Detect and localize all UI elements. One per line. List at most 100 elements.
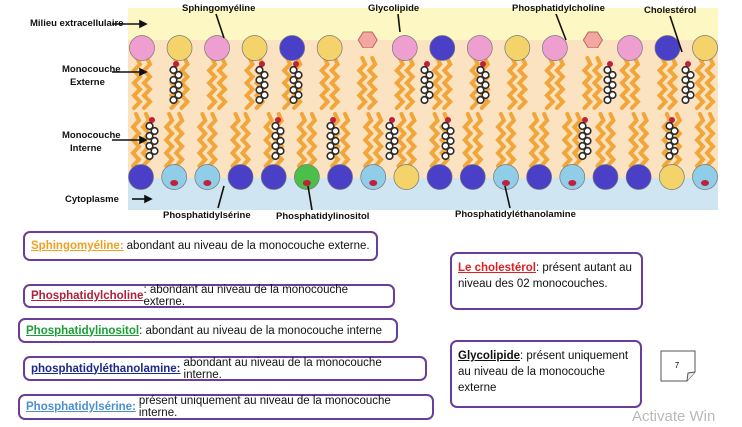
outer-tail xyxy=(544,56,556,110)
glycolipid-stem xyxy=(585,48,600,56)
cholesterol-ring xyxy=(476,75,485,85)
inner-tail xyxy=(505,112,517,168)
cholesterol-molecules xyxy=(145,61,695,161)
cholesterol-ring xyxy=(271,151,280,161)
inner-tail xyxy=(637,112,650,168)
cholesterol-ring xyxy=(681,65,690,75)
outer-tail xyxy=(694,56,706,110)
cholesterol-ring xyxy=(255,65,264,75)
legend-box-phosphatidylinositol: Phosphatidylinositol : abondant au nivea… xyxy=(18,318,398,343)
outer-tail xyxy=(243,56,256,110)
arrowhead-inner-layer xyxy=(139,135,148,145)
label-extracellular: Milieu extracellulaire xyxy=(30,18,124,29)
cholesterol-ring xyxy=(294,70,303,80)
phosphatidylserine-charge-dot xyxy=(501,180,510,186)
cholesterol-ring xyxy=(686,90,695,100)
cholesterol-molecule xyxy=(326,117,340,161)
cholesterol-oh-group xyxy=(330,117,336,123)
outer-tail xyxy=(506,56,519,110)
legend-term-sphingomyelin: Sphingomyéline: xyxy=(31,240,124,252)
phosphatidylserine-charge-dot xyxy=(203,180,212,186)
page-number-icon: 7 xyxy=(660,350,696,382)
cholesterol-ring xyxy=(446,146,455,156)
inner-tail xyxy=(604,112,617,168)
cholesterol-oh-group xyxy=(293,61,299,67)
phosphatidylethanolamine-head xyxy=(128,164,154,190)
cholesterol-ring xyxy=(174,90,183,100)
phosphatidylcholine-head xyxy=(391,35,418,61)
cholesterol-ring xyxy=(145,141,154,151)
arrow-phosphatidylcholine xyxy=(555,13,567,41)
cholesterol-ring xyxy=(481,90,490,100)
inner-tail xyxy=(163,112,175,168)
cholesterol-molecule xyxy=(441,117,455,161)
cholesterol-ring xyxy=(260,90,269,100)
cholesterol-ring xyxy=(476,65,485,75)
phosphatidylethanolamine-head xyxy=(327,164,353,190)
inner-tail xyxy=(262,112,275,168)
phosphatidylserine-charge-dot xyxy=(170,180,179,186)
legend-desc-sphingomyelin: abondant au niveau de la monocouche exte… xyxy=(126,240,370,252)
cholesterol-ring xyxy=(294,80,303,90)
cholesterol-ring xyxy=(670,126,679,136)
cholesterol-ring xyxy=(425,90,434,100)
cholesterol-ring xyxy=(260,80,269,90)
cholesterol-ring xyxy=(385,141,394,151)
cholesterol-ring xyxy=(681,95,690,105)
label-inner-layer-line1: Monocouche xyxy=(62,130,121,141)
cholesterol-ring xyxy=(420,95,429,105)
sphingomyelin-head xyxy=(241,35,268,61)
legend-desc-phosphatidylcholine: : abondant au niveau de la monocouche ex… xyxy=(143,284,349,308)
cytoplasm-region xyxy=(128,178,718,210)
cholesterol-ring xyxy=(255,85,264,95)
cholesterol-oh-group xyxy=(685,61,691,67)
cholesterol-molecule xyxy=(665,117,679,161)
cholesterol-ring xyxy=(326,151,335,161)
cholesterol-ring xyxy=(686,80,695,90)
cholesterol-ring xyxy=(420,85,429,95)
sphingomyelin-head xyxy=(166,35,193,61)
arrow-phosphatidylinositol xyxy=(307,185,313,211)
cholesterol-ring xyxy=(446,136,455,146)
arrow-cholesterol xyxy=(669,15,683,53)
outer-tail xyxy=(328,56,341,110)
glycolipid-stem xyxy=(360,48,375,56)
inner-tail xyxy=(561,112,574,168)
outer-tail xyxy=(206,56,218,110)
arrow-sphingomyelin xyxy=(215,13,225,39)
activation-watermark: Activate Win xyxy=(632,408,716,425)
label-phosphatidylinositol: Phosphatidylinositol xyxy=(276,211,370,222)
phosphatidylserine-charge-dot xyxy=(568,180,577,186)
label-cytoplasm: Cytoplasme xyxy=(65,194,119,205)
phosphatidylserine-charge-dot xyxy=(369,180,378,186)
inner-tail xyxy=(206,112,219,168)
outer-tail xyxy=(581,56,594,110)
outer-tail xyxy=(403,56,416,110)
cholesterol-ring xyxy=(145,121,154,131)
inner-tail xyxy=(362,112,374,168)
cholesterol-ring xyxy=(385,121,394,131)
cholesterol-ring xyxy=(425,80,434,90)
cholesterol-ring xyxy=(289,95,298,105)
cholesterol-ring xyxy=(441,131,450,141)
cholesterol-ring xyxy=(441,151,450,161)
cholesterol-molecule xyxy=(271,117,285,161)
cholesterol-ring xyxy=(326,131,335,141)
cholesterol-oh-group xyxy=(173,61,179,67)
legend-box-phosphatidylethanolamine: phosphatidyléthanolamine: abondant au ni… xyxy=(23,356,427,381)
phosphatidylserine-head xyxy=(194,164,221,190)
outer-tail xyxy=(441,56,454,110)
cholesterol-oh-group xyxy=(389,117,395,123)
cholesterol-ring xyxy=(271,141,280,151)
cholesterol-molecule xyxy=(420,61,434,105)
arrow-phosphatidylserine xyxy=(217,185,225,209)
cholesterol-ring xyxy=(326,141,335,151)
cholesterol-molecule xyxy=(289,61,303,105)
legend-term-phosphatidylserine: Phosphatidylsérine: xyxy=(26,401,136,413)
label-cholesterol: Cholestérol xyxy=(644,5,697,16)
legend-box-phosphatidylserine: Phosphatidylsérine: présent uniquement a… xyxy=(18,394,434,420)
inner-tail xyxy=(372,112,384,168)
inner-tail xyxy=(571,112,584,168)
phosphatidylserine-head xyxy=(559,164,586,190)
label-phosphatidylethanolamine: Phosphatidyléthanolamine xyxy=(455,209,576,220)
